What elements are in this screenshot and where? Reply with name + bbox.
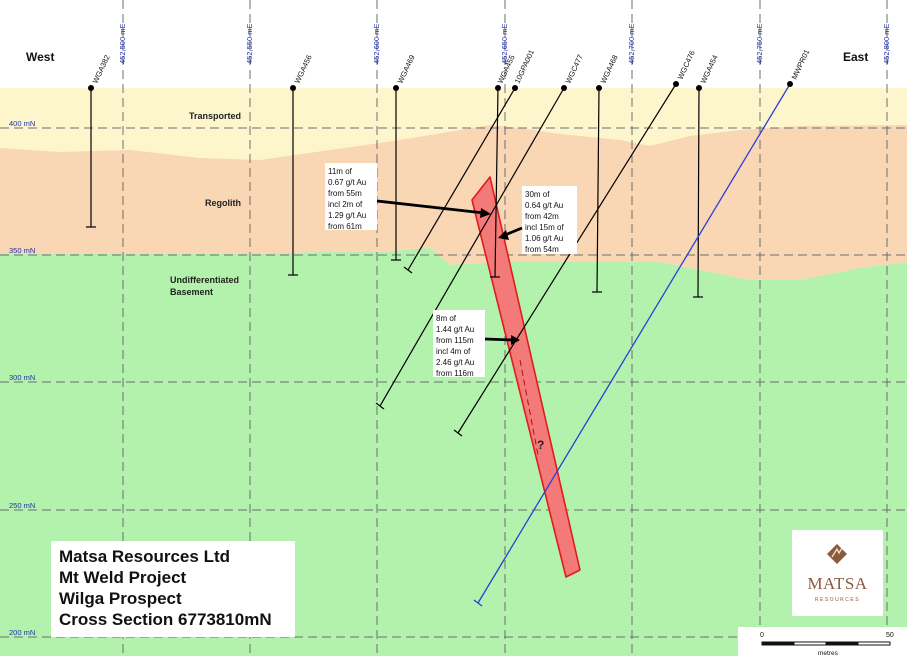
eoh-tick <box>403 266 413 274</box>
west-label: West <box>26 50 54 64</box>
uncertain-mark: ? <box>537 438 544 452</box>
drill-trace-wga468 <box>596 87 600 293</box>
title-block: Matsa Resources Ltd Mt Weld Project Wilg… <box>51 541 295 637</box>
intercept-callout-3: 8m of 1.44 g/t Au from 115m incl 4m of 2… <box>436 314 477 378</box>
collar <box>495 85 501 91</box>
eoh-tick <box>453 429 463 437</box>
northing-label: 250 mN <box>9 501 35 510</box>
collar <box>696 85 702 91</box>
eoh-tick <box>473 599 483 607</box>
scale-bar: 0 50 metres <box>738 627 907 656</box>
logo-name: MATSA <box>807 574 868 593</box>
easting-label: 452,550 mE <box>245 24 254 64</box>
collar <box>290 85 296 91</box>
eoh-tick <box>375 402 385 410</box>
easting-label: 452,500 mE <box>118 24 127 64</box>
drill-trace-wga454 <box>697 87 700 298</box>
intercept-callout-2-box <box>522 186 577 254</box>
scale-end: 50 <box>886 632 894 639</box>
title-section: Cross Section 6773810mN <box>59 610 272 629</box>
drill-trace-wga455 <box>494 87 499 278</box>
scale-unit: metres <box>818 650 839 656</box>
northing-label: 200 mN <box>9 628 35 637</box>
callout-arrow-2 <box>504 226 523 237</box>
intercept-callout-3-box <box>433 310 485 377</box>
callout-arrow-1 <box>376 199 485 215</box>
callout-arrowhead-3 <box>511 335 520 345</box>
intercept-callout-2: 30m of 0.64 g/t Au from 42m incl 15m of … <box>525 190 566 254</box>
matsa-logo: MATSA RESOURCES <box>792 530 883 616</box>
callout-arrowhead-1 <box>480 208 491 218</box>
easting-label: 452,600 mE <box>372 24 381 64</box>
easting-label: 452,800 mE <box>882 24 891 64</box>
callout-arrow-3 <box>484 337 514 342</box>
regolith-unit <box>0 125 907 280</box>
unit-label-basement: Basement <box>170 287 213 297</box>
drill-trace-wgc476 <box>457 83 677 434</box>
collar <box>393 85 399 91</box>
collar <box>673 81 679 87</box>
title-project: Mt Weld Project <box>59 568 187 587</box>
northing-label: 350 mN <box>9 246 35 255</box>
drill-trace-10gpa001 <box>407 87 516 271</box>
collar <box>561 85 567 91</box>
intercept-callout-1-box <box>325 163 377 230</box>
drill-trace-wgc477 <box>379 87 565 407</box>
unit-label-transported: Transported <box>189 111 241 121</box>
ore-zone-inferred-boundary <box>519 359 539 456</box>
collar <box>787 81 793 87</box>
sky-band <box>0 0 907 88</box>
drill-trace-mwpr01 <box>477 83 791 604</box>
intercept-callout-1: 11m of 0.67 g/t Au from 55m incl 2m of 1… <box>328 167 369 231</box>
logo-mark-icon <box>827 544 847 564</box>
title-company: Matsa Resources Ltd <box>59 547 230 566</box>
northing-label: 400 mN <box>9 119 35 128</box>
easting-label: 452,750 mE <box>755 24 764 64</box>
scale-start: 0 <box>760 632 764 639</box>
easting-label: 452,700 mE <box>627 24 636 64</box>
collar <box>88 85 94 91</box>
title-prospect: Wilga Prospect <box>59 589 182 608</box>
collar <box>512 85 518 91</box>
east-label: East <box>843 50 868 64</box>
collar <box>596 85 602 91</box>
unit-label-undifferentiated: Undifferentiated <box>170 275 239 285</box>
logo-subtitle: RESOURCES <box>814 597 861 603</box>
northing-label: 300 mN <box>9 373 35 382</box>
unit-label-regolith: Regolith <box>205 198 241 208</box>
easting-label: 452,650 mE <box>500 24 509 64</box>
callout-arrowhead-2 <box>498 230 509 240</box>
scale-segments <box>761 641 891 646</box>
